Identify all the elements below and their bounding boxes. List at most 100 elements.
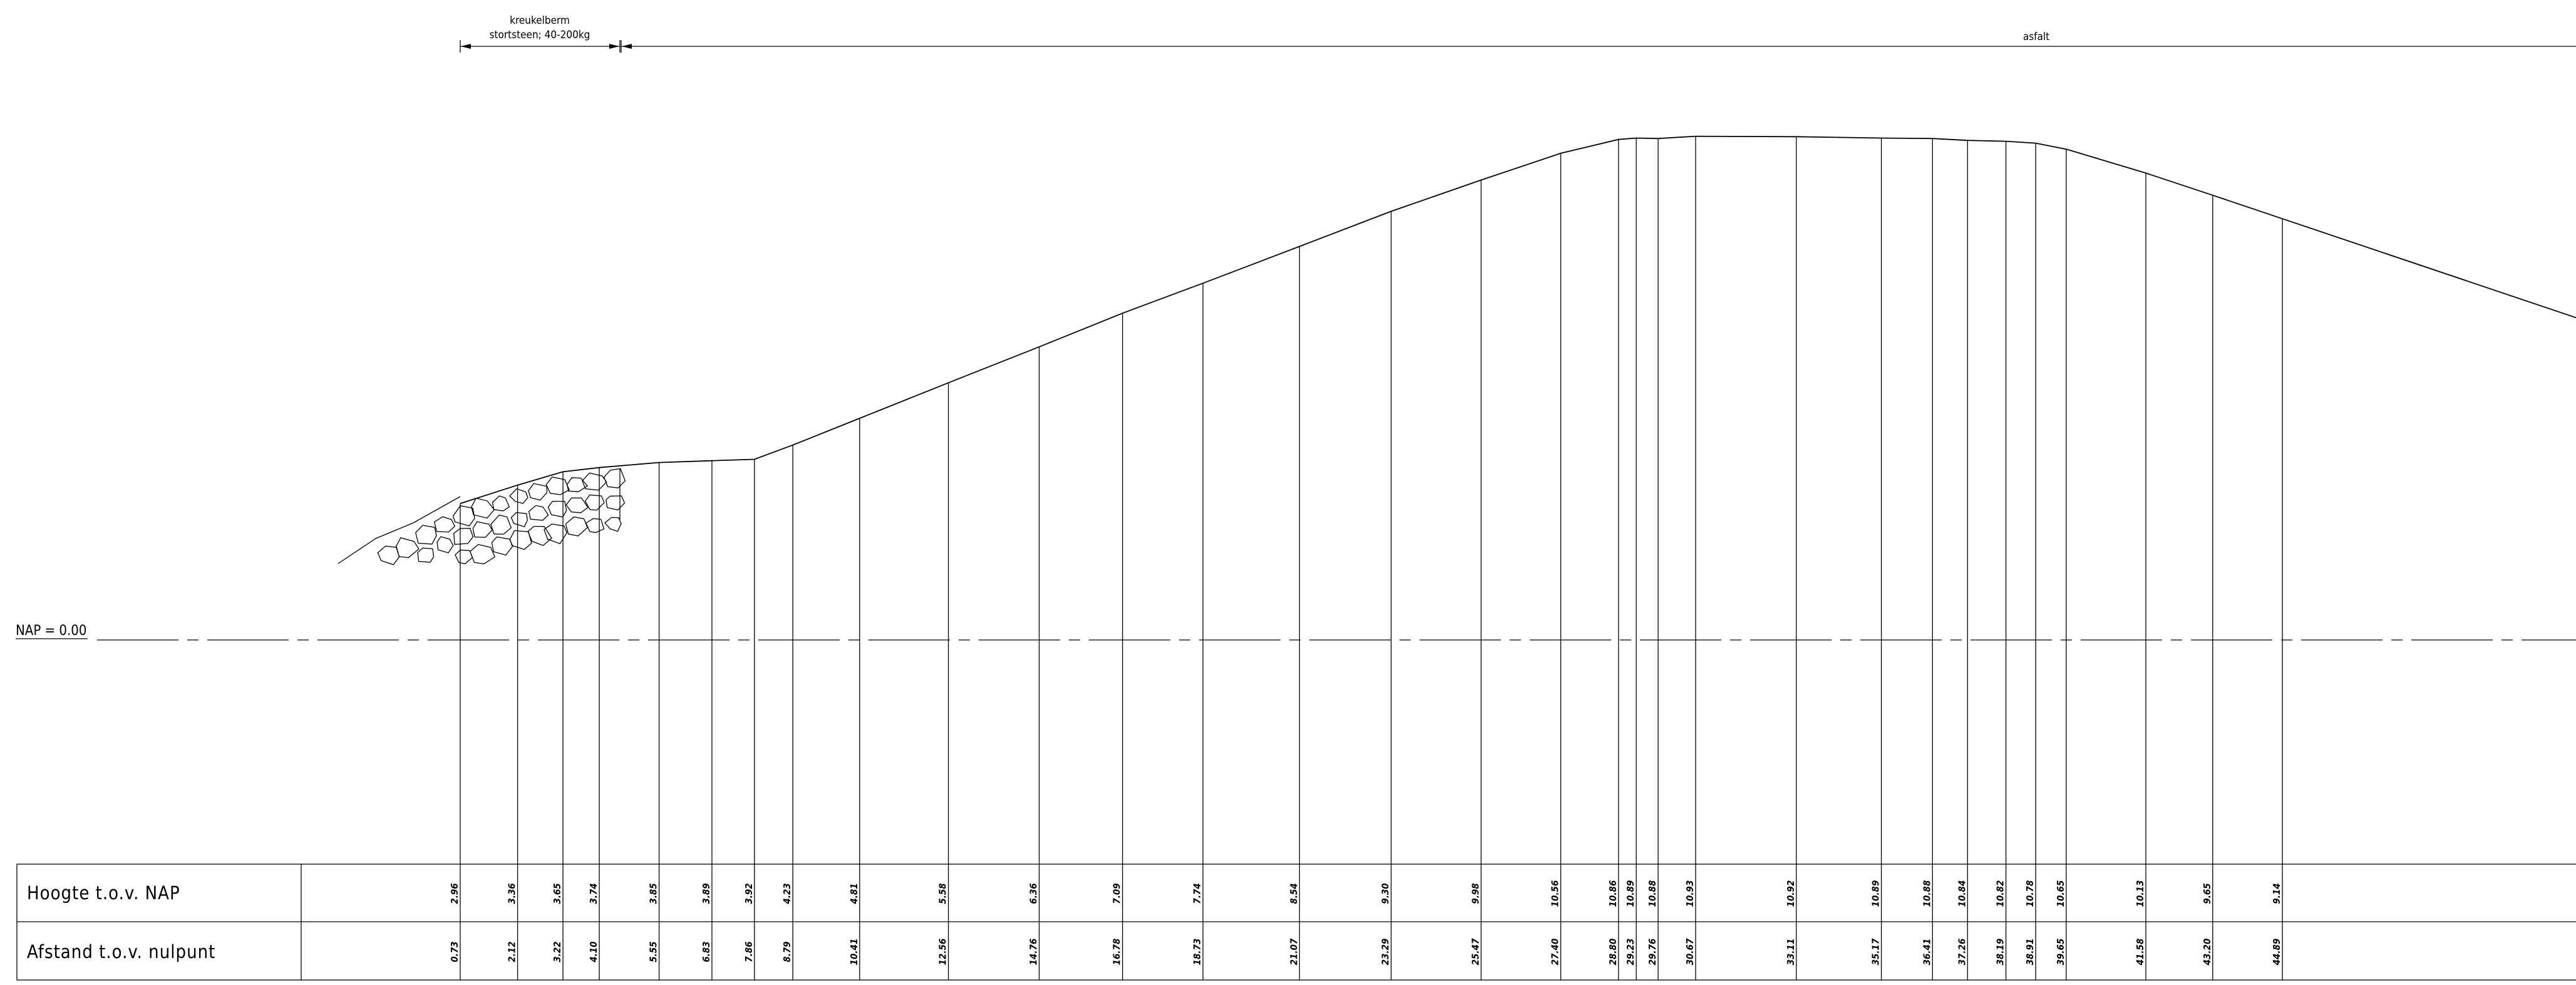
stone	[566, 477, 589, 492]
stone	[545, 476, 570, 495]
height-value: 3.89	[701, 883, 712, 904]
distance-value: 27.40	[1550, 939, 1561, 966]
stone	[585, 518, 605, 534]
height-value: 9.98	[1470, 883, 1481, 904]
height-value: 10.82	[1995, 880, 2006, 907]
distance-value: 44.89	[2271, 939, 2282, 966]
distance-value: 18.73	[1192, 939, 1203, 966]
height-value: 10.78	[2024, 880, 2036, 907]
height-value: 6.36	[1028, 883, 1039, 904]
distance-value: 38.19	[1995, 939, 2006, 966]
height-value: 10.65	[2055, 880, 2066, 907]
stone-toe-outline	[337, 496, 461, 564]
stone	[510, 512, 528, 527]
asfalt-annotation: asfalt	[621, 31, 2576, 53]
height-value: 10.88	[1647, 880, 1658, 907]
distance-value: 0.73	[449, 941, 460, 962]
data-table: Hoogte t.o.v. NAP Afstand t.o.v. nulpunt	[16, 864, 2576, 981]
stone	[491, 536, 513, 556]
height-value: 10.89	[1625, 880, 1636, 907]
stone	[605, 495, 626, 511]
distance-value: 23.29	[1380, 939, 1391, 966]
height-value: 10.88	[1921, 880, 1932, 907]
distance-value: 2.12	[507, 941, 518, 962]
height-value: 5.58	[937, 883, 949, 904]
height-value: 10.13	[2135, 880, 2146, 907]
height-value: 10.86	[1607, 880, 1619, 907]
height-value: 9.30	[1380, 883, 1391, 904]
distance-value: 38.91	[2024, 939, 2036, 966]
distance-value: 29.76	[1647, 939, 1658, 966]
kreukelberm-label: kreukelberm	[510, 14, 570, 27]
stone	[396, 537, 420, 559]
distance-value: 3.22	[552, 941, 563, 962]
stone	[490, 514, 512, 535]
height-value: 9.14	[2271, 883, 2282, 904]
distance-value: 35.17	[1870, 938, 1882, 965]
height-value: 4.23	[781, 883, 793, 904]
distance-value: 30.67	[1684, 938, 1696, 965]
stone	[565, 497, 589, 513]
height-value: 8.54	[1288, 883, 1299, 904]
station-lines	[460, 136, 2283, 980]
distance-value: 6.83	[701, 941, 712, 962]
stone	[471, 497, 495, 519]
height-value: 10.56	[1550, 880, 1561, 907]
height-value: 7.09	[1111, 883, 1123, 904]
height-value: 10.89	[1870, 880, 1882, 907]
distance-value: 33.11	[1785, 939, 1796, 966]
distance-value: 8.79	[781, 941, 793, 962]
stone	[455, 549, 473, 565]
distance-row-label: Afstand t.o.v. nulpunt	[27, 941, 215, 962]
dike-profile-line	[460, 135, 2576, 504]
distance-value: 16.78	[1111, 939, 1123, 966]
nap-reference: NAP = 0.00	[16, 623, 2576, 641]
distance-value: 41.58	[2135, 939, 2146, 966]
distance-value: 39.65	[2055, 939, 2066, 966]
kreukelberm-annotation: kreukelberm stortsteen; 40-200kg	[460, 14, 621, 53]
stone	[417, 547, 435, 563]
height-value: 3.92	[743, 883, 755, 904]
distance-value: 43.20	[2202, 939, 2213, 966]
distance-value: 28.80	[1607, 939, 1619, 966]
distance-value: 21.07	[1288, 938, 1299, 965]
distance-value: 12.56	[937, 939, 949, 966]
distance-value: 5.55	[648, 941, 659, 962]
height-value: 3.65	[552, 883, 563, 904]
height-value: 7.74	[1192, 883, 1203, 904]
stone	[565, 516, 588, 537]
nap-label: NAP = 0.00	[16, 623, 86, 639]
height-value: 2.96	[449, 883, 460, 904]
distance-value: 4.10	[588, 941, 599, 962]
asfalt-label: asfalt	[2023, 31, 2049, 43]
distance-value: 37.26	[1956, 939, 1967, 966]
height-value: 4.81	[848, 883, 860, 904]
stone	[604, 517, 622, 532]
height-value: 10.92	[1785, 880, 1796, 907]
height-value: 3.74	[588, 883, 599, 904]
height-value: 10.93	[1684, 880, 1696, 907]
distance-value: 14.76	[1028, 939, 1039, 966]
height-values: 2.96 3.36 3.65 3.74 3.85 3.89 3.92 4.23 4.81 5.58…	[449, 880, 2282, 907]
stone	[472, 521, 493, 538]
distance-value: 10.41	[848, 939, 860, 966]
height-value: 3.36	[507, 883, 518, 904]
height-row-label: Hoogte t.o.v. NAP	[27, 882, 180, 904]
stone	[582, 472, 607, 491]
height-value: 3.85	[648, 883, 659, 904]
stone	[603, 468, 626, 488]
stone-hatching	[337, 468, 626, 565]
stone	[453, 528, 474, 545]
stone	[492, 495, 510, 512]
stone	[527, 525, 552, 546]
distance-value: 25.47	[1470, 938, 1481, 965]
stone	[528, 505, 549, 521]
stone	[436, 536, 454, 554]
stone	[452, 505, 475, 527]
stone	[415, 525, 437, 545]
distance-value: 7.86	[743, 941, 755, 962]
distance-value: 36.41	[1921, 939, 1932, 966]
stone	[584, 494, 605, 511]
stone	[470, 544, 496, 565]
